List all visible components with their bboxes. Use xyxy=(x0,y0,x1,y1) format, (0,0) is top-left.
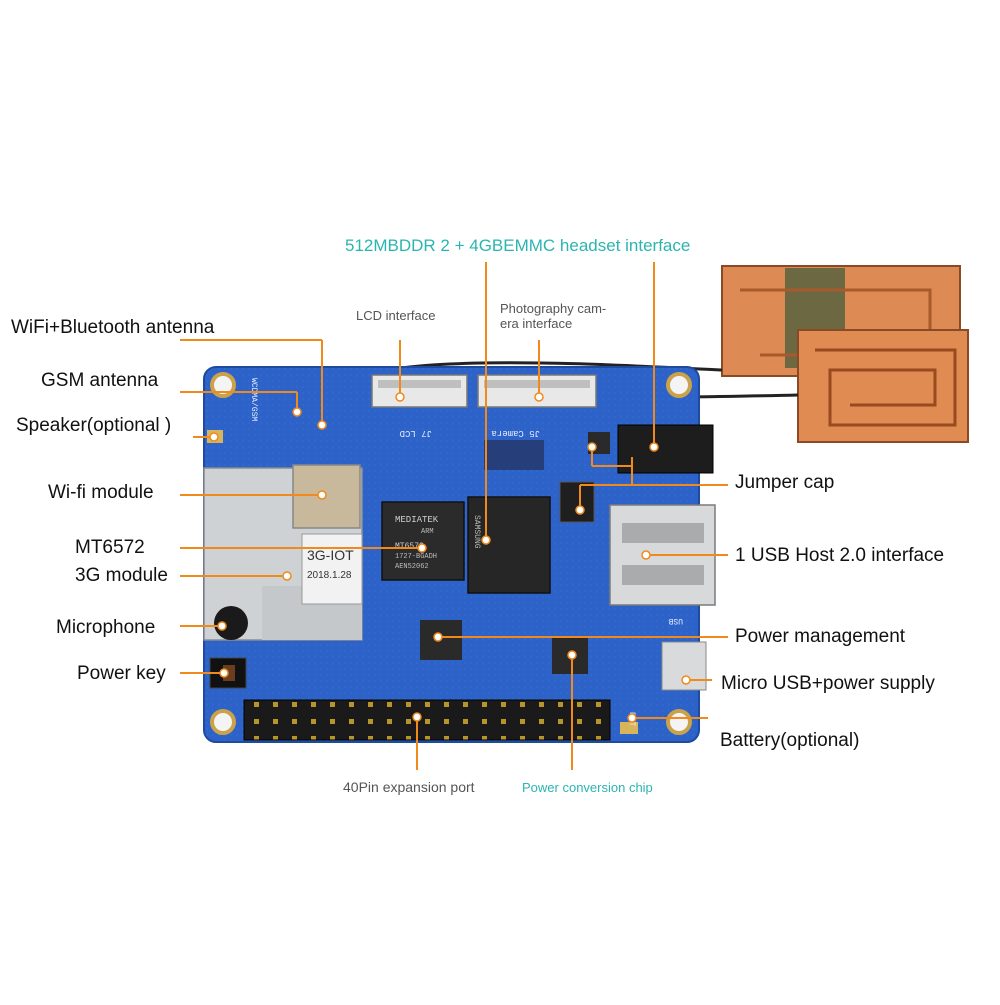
label-microphone: Microphone xyxy=(56,617,156,638)
label-expansion-port: 40Pin expansion port xyxy=(343,779,475,795)
soc-marking-code3: AEN52062 xyxy=(395,563,429,571)
label-mt6572: MT6572 xyxy=(75,537,145,558)
label-power-management: Power management xyxy=(735,626,906,647)
label-gsm-antenna: GSM antenna xyxy=(41,370,159,391)
label-jumper-cap: Jumper cap xyxy=(735,472,835,493)
diagram-title: 512MBDDR 2 + 4GBEMMC headset interface xyxy=(345,236,691,255)
soc-marking-code2: 1727-BGADH xyxy=(395,553,437,561)
label-camera-interface-line2: era interface xyxy=(500,316,573,331)
label-camera-interface-line1: Photography cam- xyxy=(500,301,607,316)
fpc-antenna-bottom xyxy=(797,329,969,443)
label-wifi-module: Wi-fi module xyxy=(48,482,154,503)
sticker-text-1: 3G-IOT xyxy=(307,547,354,563)
soc-marking-sub: ARM xyxy=(421,528,434,536)
silk-usb: USB xyxy=(668,616,683,625)
label-usb-host: 1 USB Host 2.0 interface xyxy=(735,545,945,566)
silk-camera: J5 Camera xyxy=(491,428,540,438)
label-wifi-bt-antenna: WiFi+Bluetooth antenna xyxy=(11,317,215,338)
memory-marking: SAMSUNG xyxy=(472,515,481,549)
leader-dots xyxy=(209,392,691,723)
soc-marking-brand: MEDIATEK xyxy=(395,515,439,525)
label-power-conversion-chip: Power conversion chip xyxy=(522,780,653,795)
label-lcd-interface: LCD interface xyxy=(356,308,436,323)
label-battery: Battery(optional) xyxy=(720,730,860,751)
label-speaker: Speaker(optional ) xyxy=(16,415,172,436)
soc-marking-code1: MT6572 xyxy=(395,542,424,551)
pcb-board xyxy=(203,366,716,743)
sticker-text-2: 2018.1.28 xyxy=(307,570,352,581)
silk-lcd: J7 LCD xyxy=(400,428,432,438)
label-power-key: Power key xyxy=(77,663,166,684)
leader-lines xyxy=(180,262,728,770)
silk-wcdma: WCDMA/GSM xyxy=(249,378,258,421)
label-micro-usb: Micro USB+power supply xyxy=(721,673,935,694)
label-3g-module: 3G module xyxy=(75,565,168,586)
